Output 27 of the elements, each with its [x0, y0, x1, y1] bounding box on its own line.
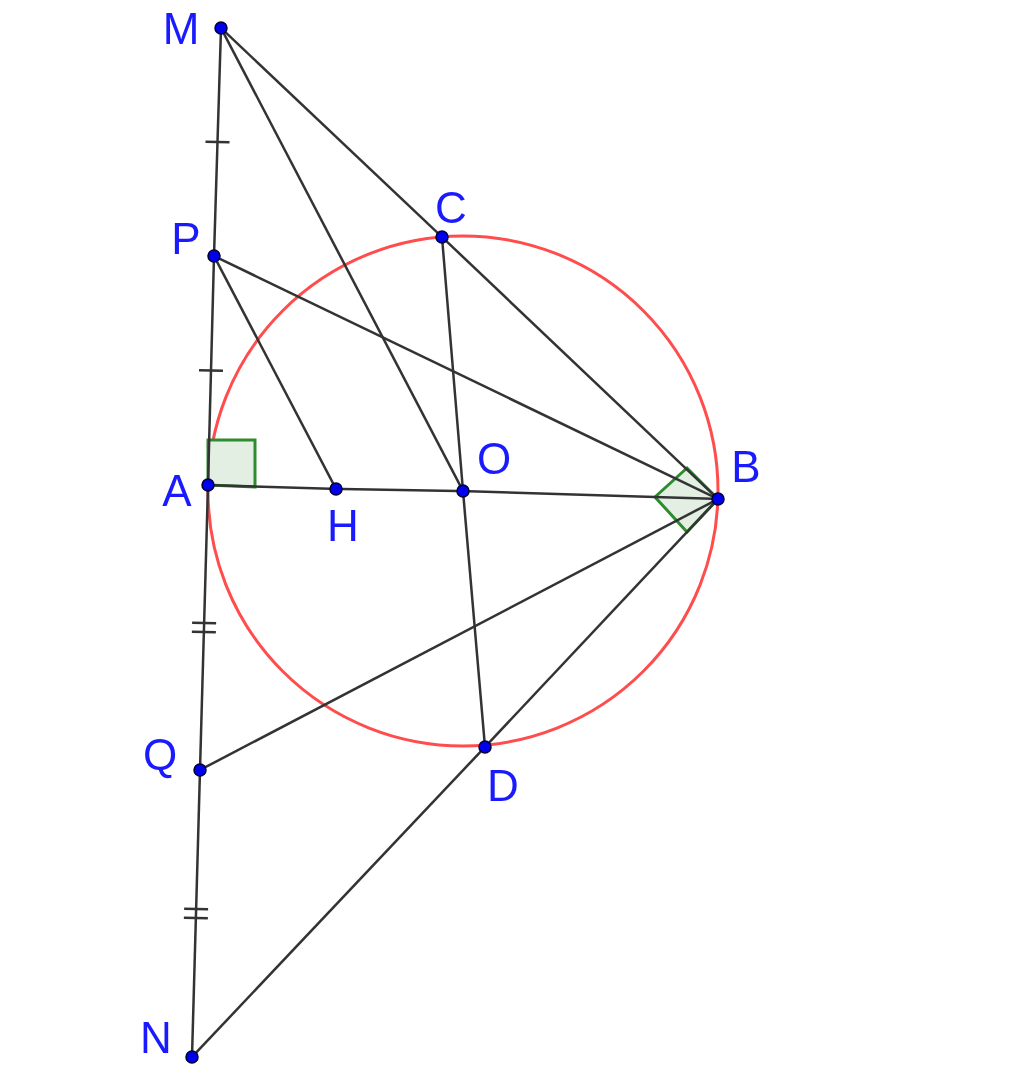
- line-segment: [445, 240, 715, 496]
- line-segment: [215, 260, 335, 485]
- point-label: O: [476, 433, 512, 483]
- line-segment: [222, 32, 462, 487]
- line-segment: [218, 257, 714, 498]
- point-label: B: [731, 441, 761, 491]
- line-segment: [198, 490, 210, 765]
- point-label: C: [435, 182, 467, 232]
- point-label: H: [327, 500, 359, 550]
- line-segment: [212, 33, 223, 251]
- point-label: D: [487, 760, 519, 810]
- line-segment: [213, 483, 331, 491]
- line-segment: [195, 750, 482, 1054]
- line-segment: [488, 502, 715, 744]
- line-segment: [468, 489, 713, 501]
- point-label: Q: [142, 729, 178, 779]
- line-segment: [224, 31, 439, 234]
- line-segment: [462, 496, 486, 742]
- point-label: N: [140, 1012, 172, 1062]
- point-label: A: [162, 465, 192, 515]
- line-segment: [341, 487, 458, 493]
- line-segment: [441, 242, 464, 486]
- line-segment: [204, 500, 714, 769]
- point-label: M: [162, 3, 200, 53]
- point-label: P: [171, 213, 201, 263]
- line-segment: [206, 261, 216, 480]
- line-segment: [190, 775, 202, 1052]
